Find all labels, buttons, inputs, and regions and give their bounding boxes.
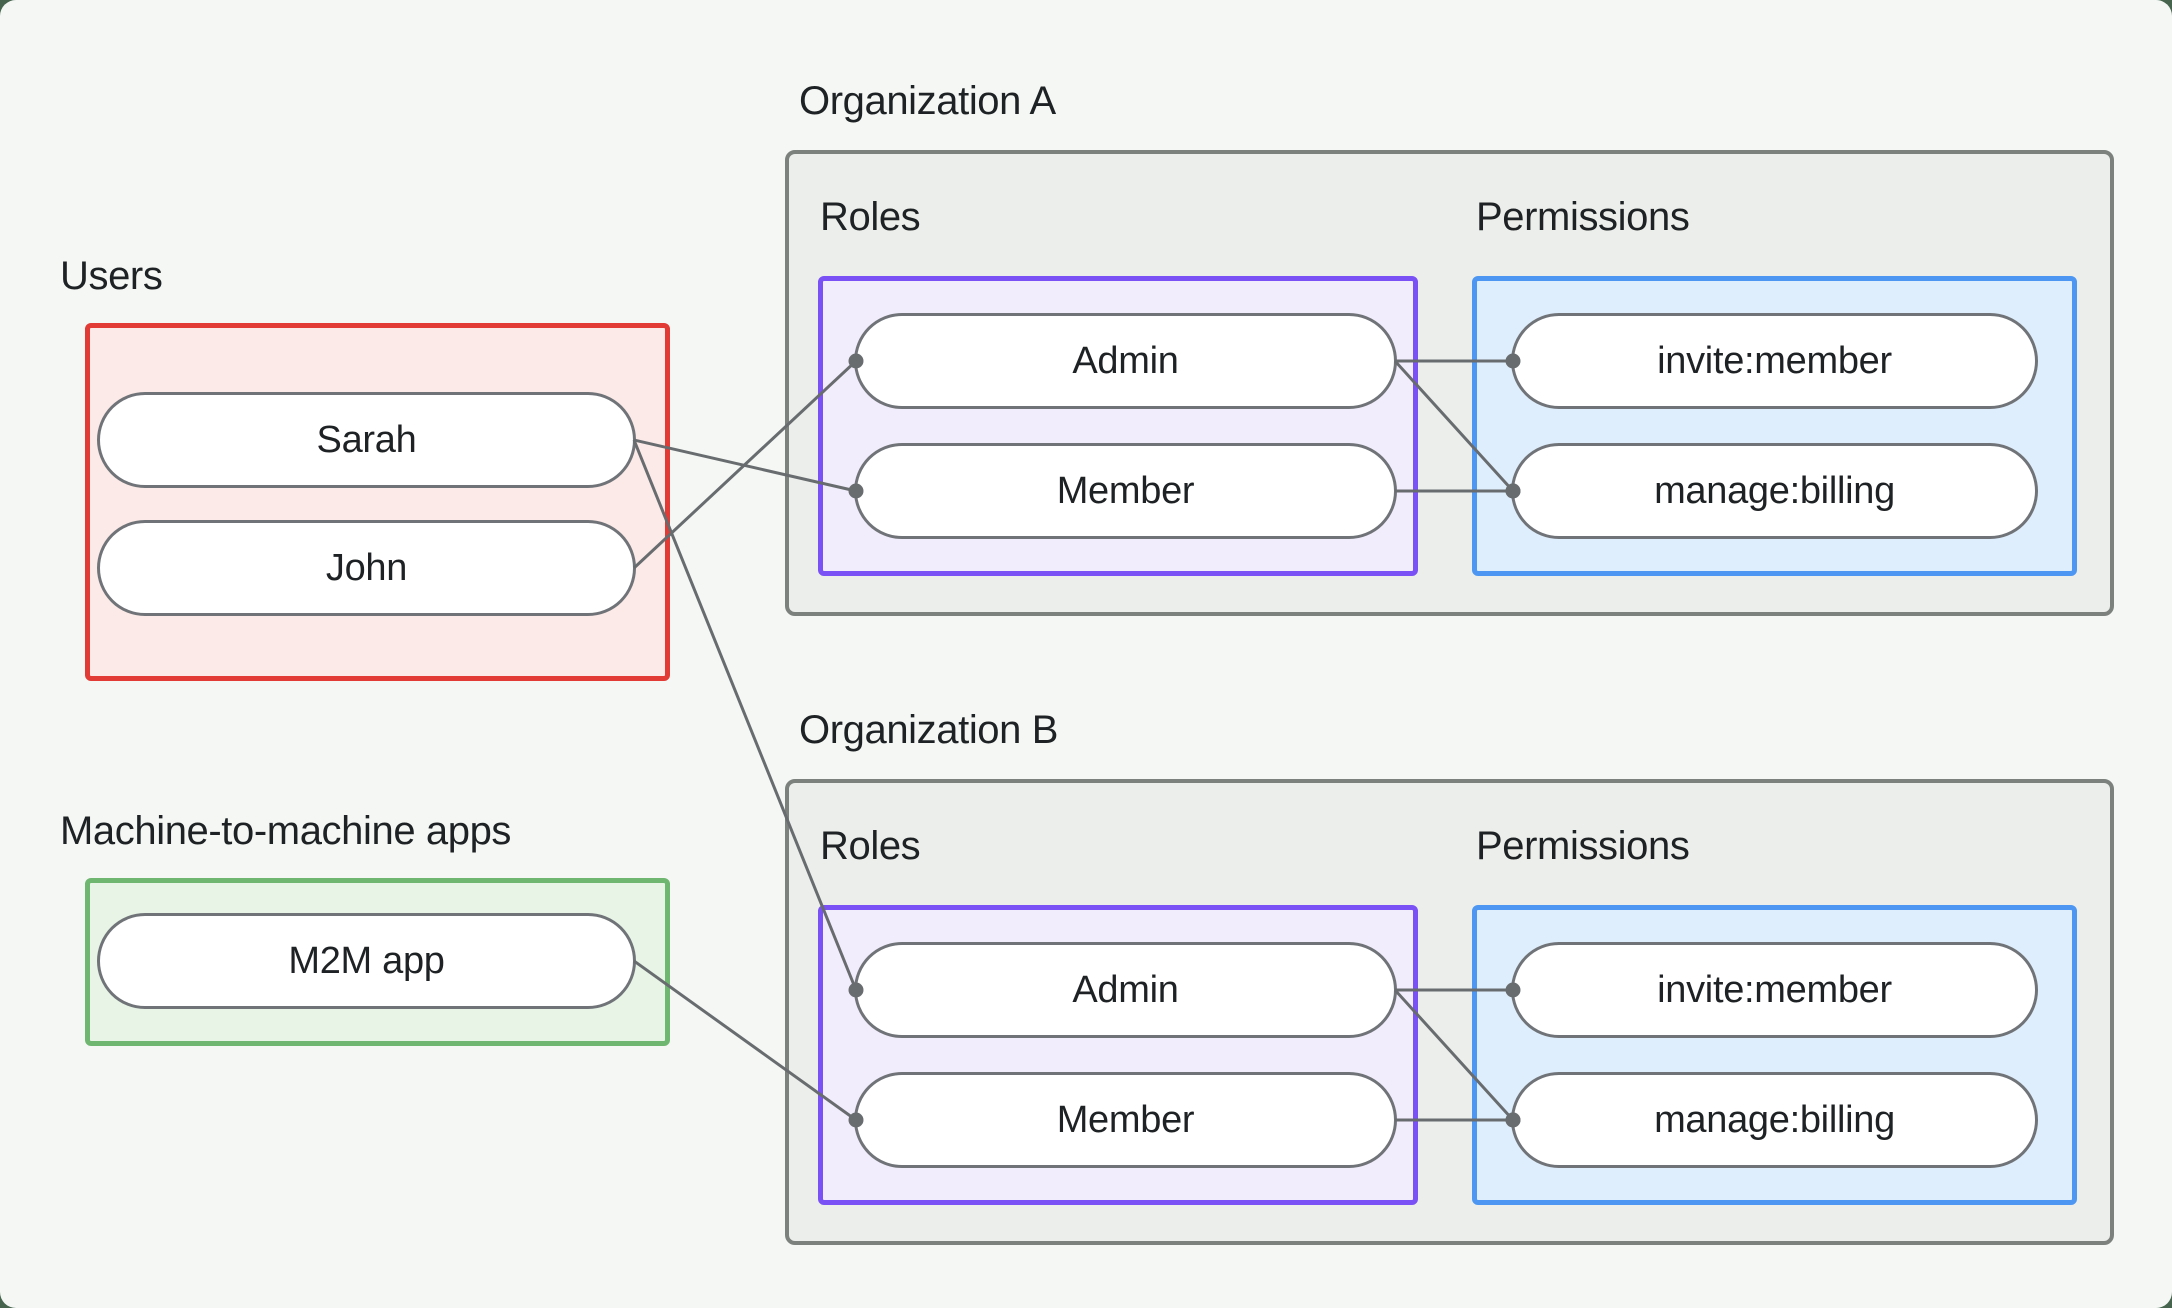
org-b-roles-label: Roles	[820, 824, 921, 868]
org-b-permission-manage-billing: manage:billing	[1511, 1072, 2038, 1168]
org-b-title: Organization B	[799, 708, 1058, 752]
org-a-role-member: Member	[854, 443, 1397, 539]
org-b-permission-invite-member: invite:member	[1511, 942, 2038, 1038]
role-node-label: Member	[1056, 469, 1195, 512]
users-group-box	[85, 323, 670, 681]
permission-node-label: manage:billing	[1654, 1098, 1895, 1141]
m2m-group-label: Machine-to-machine apps	[60, 809, 512, 853]
org-b-role-admin: Admin	[854, 942, 1397, 1038]
user-node-label: John	[325, 546, 408, 589]
org-a-permission-invite-member: invite:member	[1511, 313, 2038, 409]
user-node-sarah: Sarah	[97, 392, 636, 488]
m2m-app-node: M2M app	[97, 913, 636, 1009]
org-b-role-member: Member	[854, 1072, 1397, 1168]
role-node-label: Member	[1056, 1098, 1195, 1141]
org-a-permissions-label: Permissions	[1476, 195, 1690, 239]
org-a-roles-label: Roles	[820, 195, 921, 239]
m2m-app-node-label: M2M app	[288, 939, 445, 982]
user-node-label: Sarah	[316, 418, 417, 461]
org-a-permission-manage-billing: manage:billing	[1511, 443, 2038, 539]
org-b-permissions-label: Permissions	[1476, 824, 1690, 868]
org-a-role-admin: Admin	[854, 313, 1397, 409]
users-group-label: Users	[60, 254, 163, 298]
permission-node-label: manage:billing	[1654, 469, 1895, 512]
user-node-john: John	[97, 520, 636, 616]
role-node-label: Admin	[1072, 968, 1179, 1011]
permission-node-label: invite:member	[1657, 339, 1892, 382]
org-a-title: Organization A	[799, 79, 1056, 123]
permission-node-label: invite:member	[1657, 968, 1892, 1011]
role-node-label: Admin	[1072, 339, 1179, 382]
